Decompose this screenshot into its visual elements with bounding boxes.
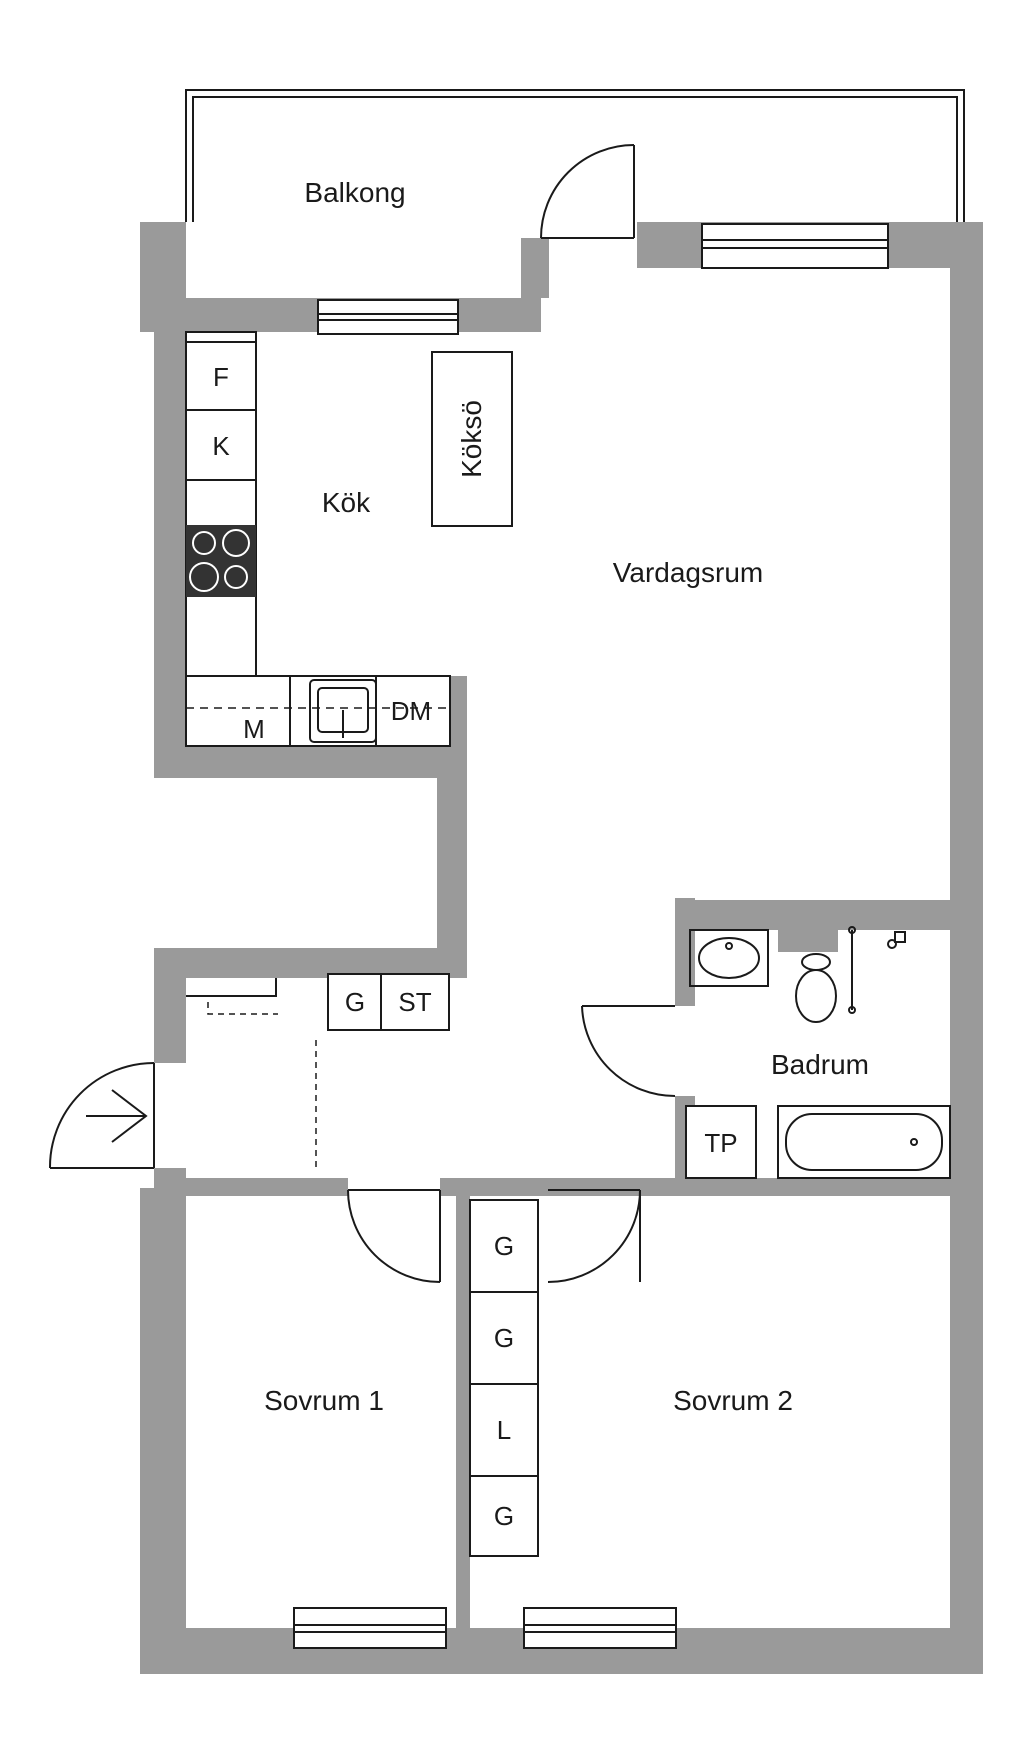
bedroom-1-door	[347, 1189, 441, 1283]
stove-icon	[186, 525, 256, 597]
entrance-door	[48, 1062, 155, 1169]
dryer	[685, 1105, 757, 1179]
label-dryer: TP	[704, 1128, 737, 1158]
window-bedroom-2	[523, 1607, 677, 1649]
room-label-sovrum-2: Sovrum 2	[673, 1385, 793, 1416]
shower-icon	[848, 926, 906, 1014]
bathroom-sink-icon	[689, 929, 769, 987]
entrance-arrow-icon	[86, 1089, 148, 1143]
kitchen-island	[431, 351, 513, 527]
freezer	[185, 409, 257, 481]
window-bedroom-1	[293, 1607, 447, 1649]
room-label-kok: Kök	[322, 487, 371, 518]
window-living-room	[701, 223, 889, 269]
label-freezer: K	[212, 431, 230, 461]
label-fridge: F	[213, 362, 229, 392]
fridge	[185, 341, 257, 411]
label-microwave: M	[243, 714, 265, 744]
closet-column	[469, 1199, 539, 1557]
label-kitchen-island: Köksö	[456, 400, 487, 478]
room-label-badrum: Badrum	[771, 1049, 869, 1080]
room-label-vardagsrum: Vardagsrum	[613, 557, 763, 588]
label-dishwasher: DM	[391, 696, 431, 726]
label-closet: L	[497, 1415, 511, 1445]
toilet-icon	[795, 953, 837, 1023]
label-closet: G	[494, 1323, 514, 1353]
label-hall-wardrobe: G	[345, 987, 365, 1017]
hall-shelf-line	[207, 1002, 278, 1015]
room-label-sovrum-1: Sovrum 1	[264, 1385, 384, 1416]
label-hall-storage: ST	[398, 987, 431, 1017]
label-closet: G	[494, 1231, 514, 1261]
hall-cabinets	[327, 973, 450, 1031]
window-kitchen	[317, 299, 459, 335]
exterior-walls	[140, 222, 983, 1674]
hall-niche	[186, 978, 277, 997]
balcony-railing	[185, 89, 965, 222]
bathtub-icon	[777, 1105, 951, 1179]
bathroom-door	[581, 1005, 676, 1097]
room-label-balkong: Balkong	[304, 177, 405, 208]
bedroom-2-door	[547, 1189, 641, 1283]
interior-walls	[186, 898, 950, 1628]
label-closet: G	[494, 1501, 514, 1531]
balcony-door	[540, 144, 635, 239]
